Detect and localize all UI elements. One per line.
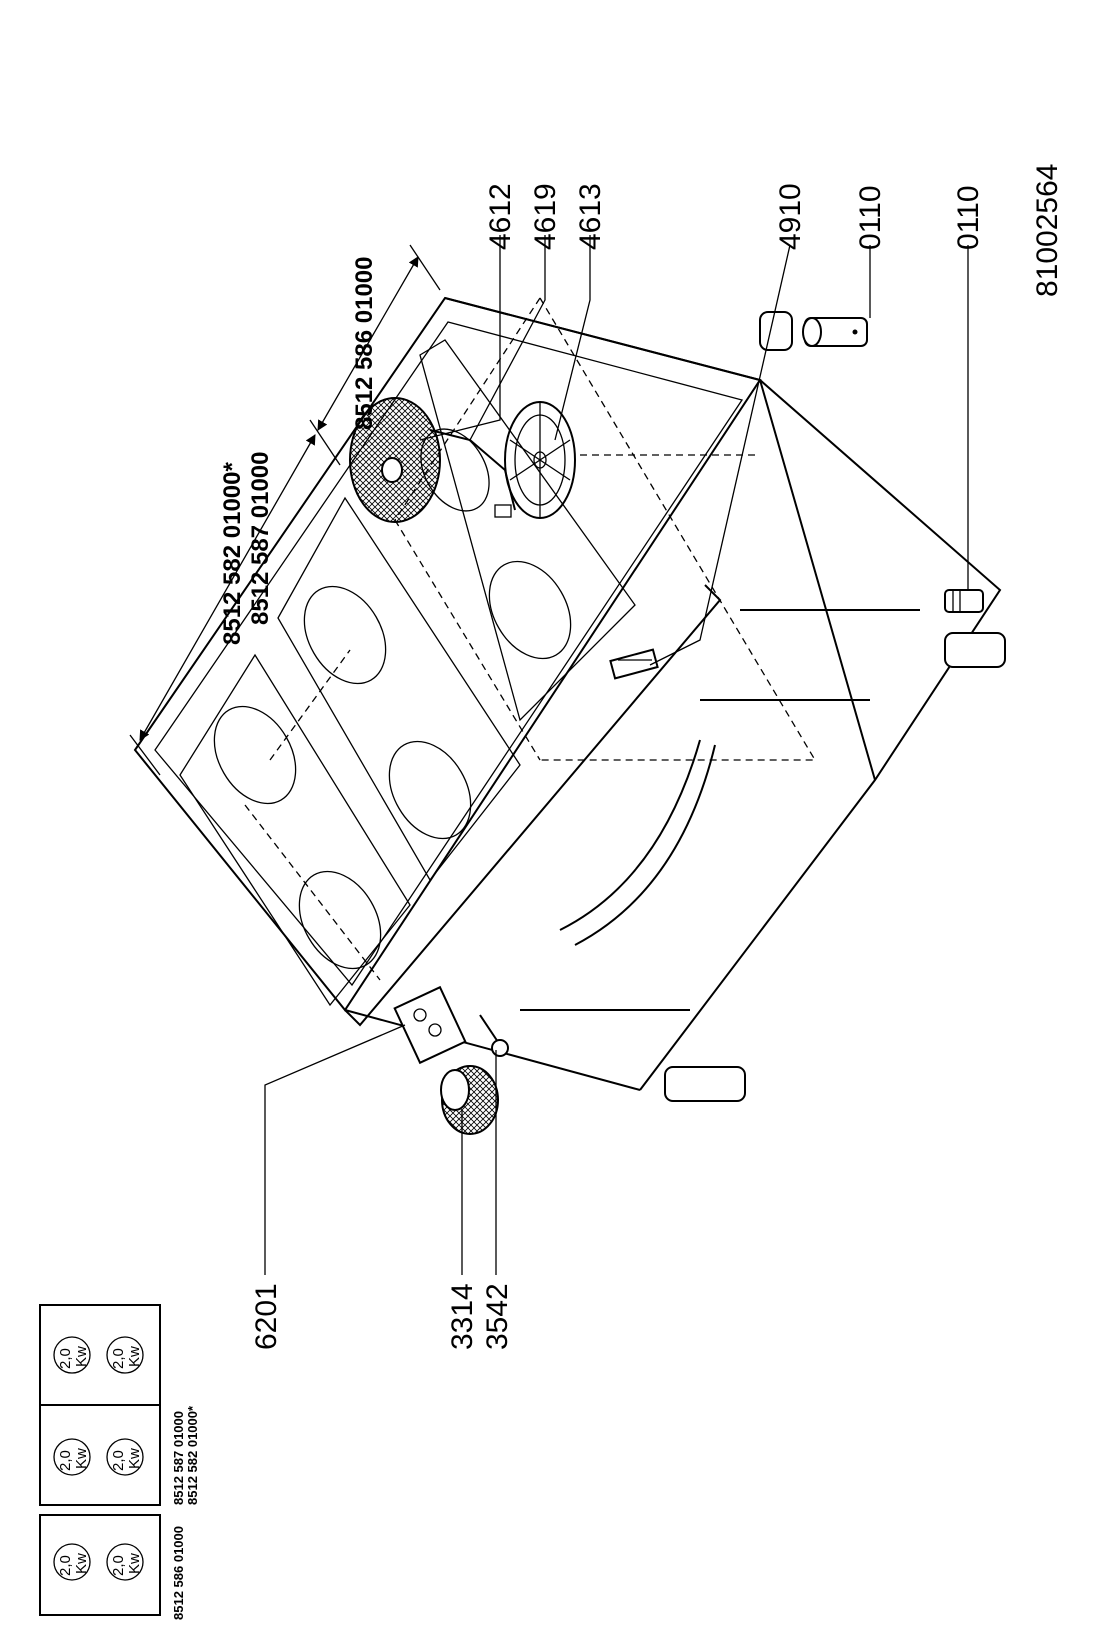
spindle-3542	[479, 1014, 509, 1057]
legend-a-zone-1: 2,0	[57, 1555, 74, 1576]
legend-b-zone-1-unit: Kw	[73, 1346, 90, 1367]
callout-4619: 4619	[529, 183, 562, 250]
callout-4910: 4910	[774, 183, 807, 250]
legend-panel-b	[39, 1304, 161, 1506]
legs	[664, 311, 1006, 1102]
drawing-number: 81002564	[1031, 164, 1064, 297]
legend-b-zone-1: 2,0	[57, 1348, 74, 1369]
dimension-lines	[129, 244, 441, 776]
callout-4612: 4612	[484, 183, 517, 250]
legend-a-caption: 8512 586 01000	[171, 1526, 186, 1620]
legend-b-zone-3-unit: Kw	[73, 1448, 90, 1469]
callout-0110-b: 0110	[952, 185, 985, 250]
cooker-body	[133, 296, 1002, 1091]
legend-b-zone-2-unit: Kw	[126, 1346, 143, 1367]
legend-a-zone-1-unit: Kw	[73, 1553, 90, 1574]
callout-3542: 3542	[481, 1283, 514, 1350]
dimension-label-left-2: 8512 587 01000	[247, 451, 274, 625]
legend-b-zone-4: 2,0	[110, 1450, 127, 1471]
legend-a-zone-2: 2,0	[110, 1555, 127, 1576]
control-knob-3314	[440, 1065, 499, 1135]
dimension-label-right: 8512 586 01000	[351, 256, 378, 430]
callout-0110-a: 0110	[854, 185, 887, 250]
legend-b-caption-1: 8512 587 01000	[171, 1411, 186, 1505]
spacer-ring-4613	[504, 401, 576, 519]
callout-leaders	[264, 235, 969, 1275]
switch-block-6201	[393, 985, 467, 1065]
legend-b-zone-3: 2,0	[57, 1450, 74, 1471]
dimension-label-left-1: 8512 582 01000*	[219, 461, 246, 645]
legend-panel-a	[39, 1514, 161, 1616]
legend-b-zone-2: 2,0	[110, 1348, 127, 1369]
bracket-4619	[429, 429, 516, 518]
callout-3314: 3314	[446, 1283, 479, 1350]
foot-0110-large	[802, 317, 868, 347]
callout-4613: 4613	[574, 183, 607, 250]
terminal-strip-4910	[609, 648, 659, 680]
callout-6201: 6201	[250, 1283, 283, 1350]
legend-b-caption-2: 8512 582 01000*	[185, 1405, 200, 1505]
foot-0110-small	[944, 589, 984, 613]
legend-b-zone-4-unit: Kw	[126, 1448, 143, 1469]
legend-a-zone-2-unit: Kw	[126, 1553, 143, 1574]
